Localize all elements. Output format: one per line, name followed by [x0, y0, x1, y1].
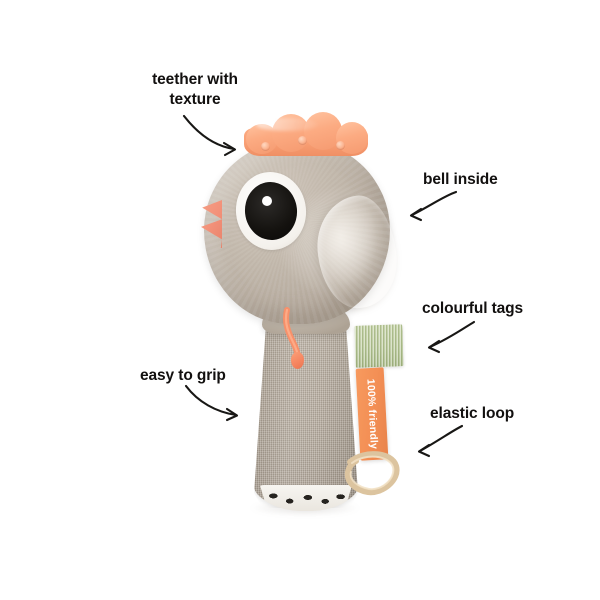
toy-orange-cord [282, 307, 308, 370]
callout-label-tags: colourful tags [422, 300, 524, 317]
toy-elastic-loop [344, 451, 400, 498]
toy-teether-crest [244, 112, 368, 156]
callout-label-grip: easy to grip [140, 367, 226, 384]
callout-label-elastic-loop: elastic loop [430, 405, 515, 422]
toy-handle [254, 318, 358, 508]
cord-knot [291, 352, 304, 369]
toy-green-ribbon-tag [354, 324, 404, 368]
teether-highlight [256, 118, 318, 131]
callout-label-teether: teether with texture [152, 71, 238, 108]
elastic-loop-shape [344, 451, 400, 496]
teether-texture-bump [336, 141, 345, 150]
callout-label-bell: bell inside [423, 171, 498, 188]
orange-tag-text: 100% friendly [364, 378, 380, 450]
teether-texture-bump [298, 136, 307, 145]
toy-eye-highlight [262, 196, 272, 206]
toy-orange-label-tag: 100% friendly [355, 367, 389, 461]
teether-texture-bump [261, 142, 270, 151]
teether-lobe [304, 112, 342, 150]
